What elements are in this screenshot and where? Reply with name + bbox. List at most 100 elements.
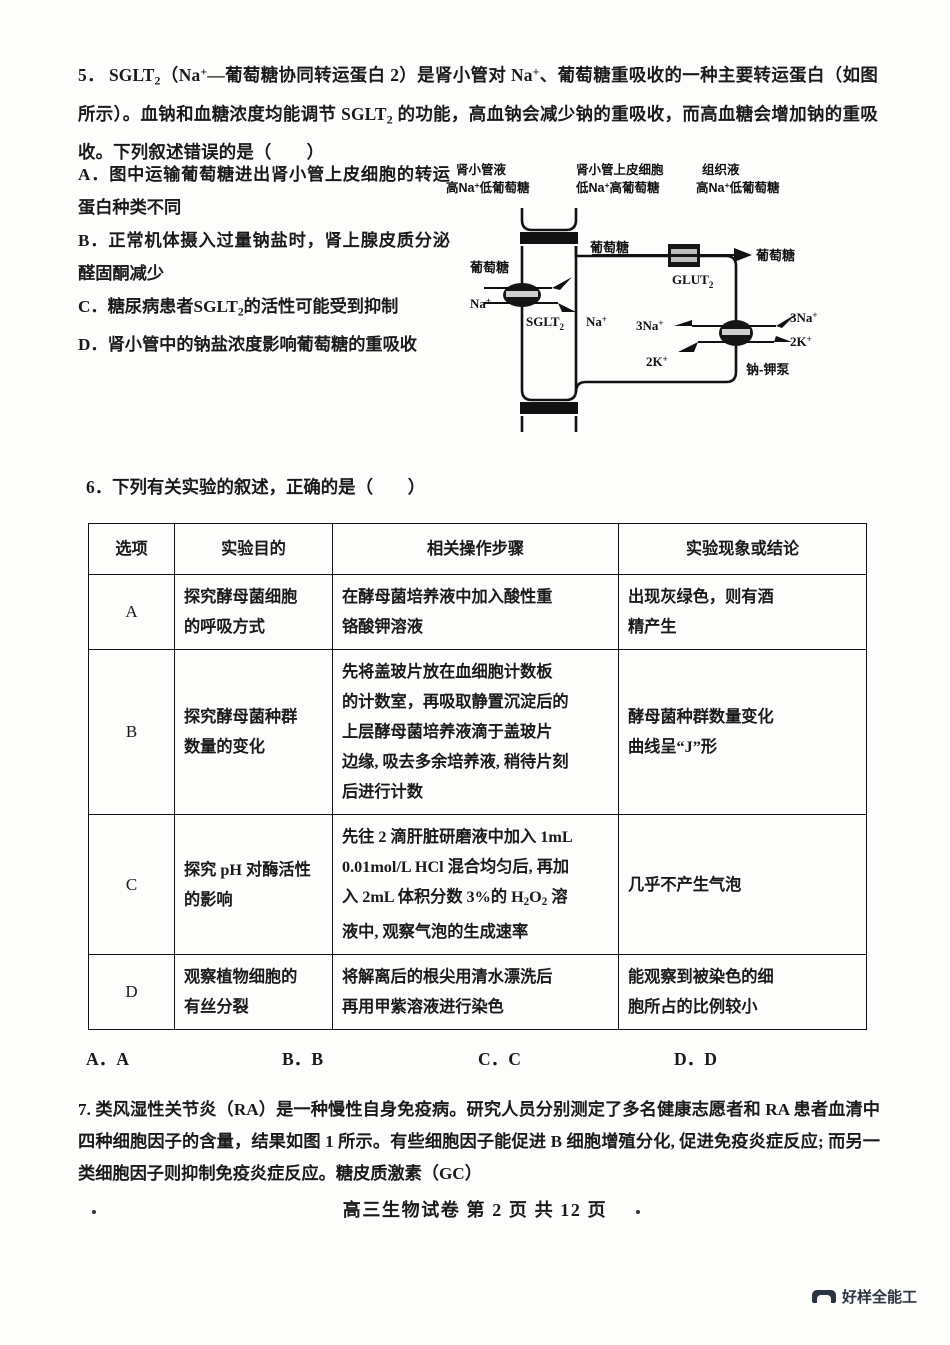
row-d-steps-line-1: 将解离后的根尖用清水漂洗后 bbox=[342, 968, 553, 987]
row-d-aim-line-2: 有丝分裂 bbox=[184, 998, 249, 1017]
label-3na-right: 3Na+ bbox=[790, 310, 818, 325]
option-d-label: D． bbox=[78, 335, 108, 355]
row-a-steps-line-2: 铬酸钾溶液 bbox=[342, 618, 423, 636]
label-glucose-left: 葡萄糖 bbox=[469, 260, 509, 275]
diagram-header-tubule-fluid: 肾小管液 高Na+低葡萄糖 bbox=[446, 162, 530, 195]
svg-text:高Na+低葡萄糖: 高Na+低葡萄糖 bbox=[696, 180, 780, 195]
arrow-glucose-out bbox=[734, 248, 752, 255]
row-d-steps: 将解离后的根尖用清水漂洗后 再用甲紫溶液进行染色 bbox=[332, 954, 619, 1031]
publisher-watermark: 好样全能工 bbox=[812, 1286, 917, 1306]
footer-dot-left bbox=[92, 1210, 96, 1214]
row-b-steps-line-4: 边缘, 吸去多余培养液, 稍待片刻 bbox=[342, 753, 569, 771]
label-na-left: Na+ bbox=[470, 296, 491, 311]
table-header-aim: 实验目的 bbox=[174, 523, 333, 575]
table-header-result: 实验现象或结论 bbox=[618, 523, 867, 575]
table-row[interactable]: D 观察植物细胞的 有丝分裂 将解离后的根尖用清水漂洗后 再用甲紫溶液进行染色 … bbox=[88, 954, 867, 1031]
label-2k-right: 2K+ bbox=[790, 334, 812, 349]
arrow-na-in bbox=[558, 303, 576, 312]
option-c-label: C． bbox=[78, 297, 108, 316]
row-c-steps-line-1: 先往 2 滴肝脏研磨液中加入 1mL bbox=[342, 828, 573, 846]
question-6-text: 下列有关实验的叙述，正确的是（ ） bbox=[112, 477, 426, 497]
row-c-steps-line-3: 入 2mL 体积分数 3%的 H2O2 溶 bbox=[342, 888, 568, 909]
question-7-stem: 7. 类风湿性关节炎（RA）是一种慢性自身免疫病。研究人员分别测定了多名健康志愿… bbox=[78, 1094, 880, 1190]
question-5-option-d[interactable]: D．肾小管中的钠盐浓度影响葡萄糖的重吸收 bbox=[78, 328, 450, 361]
svg-text:低Na+高葡萄糖: 低Na+高葡萄糖 bbox=[575, 180, 660, 195]
option-b-label: B． bbox=[78, 231, 109, 250]
option-d-text: 肾小管中的钠盐浓度影响葡萄糖的重吸收 bbox=[107, 335, 417, 355]
glut2-transporter bbox=[668, 244, 700, 267]
label-glucose-right: 葡萄糖 bbox=[755, 248, 795, 263]
row-a-aim-line-1: 探究酵母菌细胞 bbox=[184, 588, 298, 606]
question-7-number: 7. bbox=[78, 1100, 91, 1119]
experiment-table: 选项 实验目的 相关操作步骤 实验现象或结论 A 探究酵母菌细胞 的呼吸方式 在… bbox=[88, 523, 867, 1031]
question-5-option-a[interactable]: A．图中运输葡萄糖进出肾小管上皮细胞的转运蛋白种类不同 bbox=[78, 158, 450, 224]
label-glut2: GLUT2 bbox=[672, 272, 714, 290]
row-a-steps: 在酵母菌培养液中加入酸性重 铬酸钾溶液 bbox=[332, 574, 619, 650]
row-b-aim: 探究酵母菌种群 数量的变化 bbox=[174, 649, 333, 815]
row-c-steps: 先往 2 滴肝脏研磨液中加入 1mL 0.01mol/L HCl 混合均匀后, … bbox=[332, 813, 619, 956]
option-a-label: A． bbox=[78, 165, 110, 184]
row-a-aim: 探究酵母菌细胞 的呼吸方式 bbox=[174, 574, 333, 650]
row-c-result: 几乎不产生气泡 bbox=[618, 813, 867, 956]
answer-choice-c[interactable]: C．C bbox=[478, 1049, 522, 1069]
arrow-glucose-in bbox=[552, 277, 572, 290]
row-c-aim: 探究 pH 对酶活性 的影响 bbox=[174, 813, 333, 956]
row-d-aim-line-1: 观察植物细胞的 bbox=[184, 968, 298, 987]
row-d-aim: 观察植物细胞的 有丝分裂 bbox=[174, 954, 333, 1031]
svg-text:肾小管液: 肾小管液 bbox=[456, 162, 507, 177]
svg-text:高Na+低葡萄糖: 高Na+低葡萄糖 bbox=[446, 180, 530, 195]
watermark-label: 好样全能工 bbox=[842, 1288, 918, 1306]
table-row[interactable]: A 探究酵母菌细胞 的呼吸方式 在酵母菌培养液中加入酸性重 铬酸钾溶液 出现灰绿… bbox=[88, 574, 867, 650]
watermark-logo-icon bbox=[812, 1289, 836, 1303]
table-row[interactable]: B 探究酵母菌种群 数量的变化 先将盖玻片放在血细胞计数板 的计数室，再吸取静置… bbox=[88, 649, 867, 815]
answer-choice-b[interactable]: B．B bbox=[282, 1049, 324, 1069]
label-na-inside: Na+ bbox=[586, 314, 607, 329]
row-b-steps-line-1: 先将盖玻片放在血细胞计数板 bbox=[342, 663, 553, 681]
row-c-result-line-1: 几乎不产生气泡 bbox=[628, 875, 742, 894]
arrow-glucose-out-lower bbox=[734, 255, 752, 262]
question-5-option-b[interactable]: B．正常机体摄入过量钠盐时，肾上腺皮质分泌醛固酮减少 bbox=[78, 224, 450, 290]
row-b-aim-line-1: 探究酵母菌种群 bbox=[184, 708, 298, 726]
sglt2-renal-tubule-diagram: .dg-t { font-family: "Liberation Sans", … bbox=[440, 160, 870, 450]
table-row[interactable]: C 探究 pH 对酶活性 的影响 先往 2 滴肝脏研磨液中加入 1mL 0.01… bbox=[88, 813, 867, 956]
question-6-answer-choices: A．A B．B C．C D．D bbox=[86, 1046, 876, 1071]
pump-arrows bbox=[692, 324, 776, 344]
tight-junction-bottom bbox=[520, 402, 578, 414]
row-b-result-line-1: 酵母菌种群数量变化 bbox=[628, 708, 774, 726]
row-b-steps-line-5: 后进行计数 bbox=[342, 783, 423, 801]
arrow-2k-in bbox=[678, 342, 698, 352]
row-b-aim-line-2: 数量的变化 bbox=[184, 738, 265, 756]
answer-choice-d[interactable]: D．D bbox=[674, 1049, 718, 1069]
footer-dot-right bbox=[636, 1210, 640, 1214]
question-5-body: SGLT2（Na+—葡萄糖协同转运蛋白 2）是肾小管对 Na+、葡萄糖重吸收的一… bbox=[78, 65, 879, 162]
row-a-aim-line-2: 的呼吸方式 bbox=[184, 618, 265, 636]
row-d-result-line-1: 能观察到被染色的细 bbox=[628, 968, 774, 987]
question-5-stem: 5．SGLT2（Na+—葡萄糖协同转运蛋白 2）是肾小管对 Na+、葡萄糖重吸收… bbox=[78, 56, 878, 169]
option-b-text: 正常机体摄入过量钠盐时，肾上腺皮质分泌醛固酮减少 bbox=[78, 231, 450, 283]
row-c-aim-line-2: 的影响 bbox=[184, 890, 233, 909]
row-a-result: 出现灰绿色，则有酒 精产生 bbox=[618, 574, 867, 650]
question-6-stem: 6．下列有关实验的叙述，正确的是（ ） bbox=[86, 472, 425, 502]
sglt2-transport-arrows bbox=[484, 286, 558, 305]
row-a-result-line-2: 精产生 bbox=[628, 618, 677, 636]
row-a-option: A bbox=[88, 574, 175, 650]
row-b-steps: 先将盖玻片放在血细胞计数板 的计数室，再吸取静置沉淀后的 上层酵母菌培养液滴于盖… bbox=[332, 649, 619, 815]
question-5-options: A．图中运输葡萄糖进出肾小管上皮细胞的转运蛋白种类不同 B．正常机体摄入过量钠盐… bbox=[78, 158, 450, 361]
row-b-steps-line-2: 的计数室，再吸取静置沉淀后的 bbox=[342, 693, 569, 711]
question-5-stem-text: 5．SGLT2（Na+—葡萄糖协同转运蛋白 2）是肾小管对 Na+、葡萄糖重吸收… bbox=[78, 56, 878, 169]
answer-choice-a[interactable]: A．A bbox=[86, 1049, 130, 1069]
row-b-option: B bbox=[88, 649, 175, 815]
question-6-number: 6． bbox=[86, 477, 113, 497]
label-sodium-potassium-pump: 钠-钾泵 bbox=[746, 362, 789, 377]
arrow-3na-in bbox=[674, 320, 692, 326]
row-c-aim-line-1: 探究 pH 对酶活性 bbox=[184, 860, 311, 879]
question-5-option-c[interactable]: C．糖尿病患者SGLT2的活性可能受到抑制 bbox=[78, 290, 450, 328]
arrow-3na-out bbox=[776, 314, 796, 328]
diagram-header-interstitial-fluid: 组织液 高Na+低葡萄糖 bbox=[696, 162, 780, 195]
row-a-result-line-1: 出现灰绿色，则有酒 bbox=[628, 588, 774, 606]
table-header-row: 选项 实验目的 相关操作步骤 实验现象或结论 bbox=[88, 523, 867, 575]
row-c-option: C bbox=[88, 813, 175, 956]
row-c-steps-line-4: 液中, 观察气泡的生成速率 bbox=[342, 923, 529, 942]
page-footer: 高三生物试卷 第 2 页 共 12 页 bbox=[342, 1200, 608, 1220]
arrow-2k-out bbox=[774, 336, 792, 342]
